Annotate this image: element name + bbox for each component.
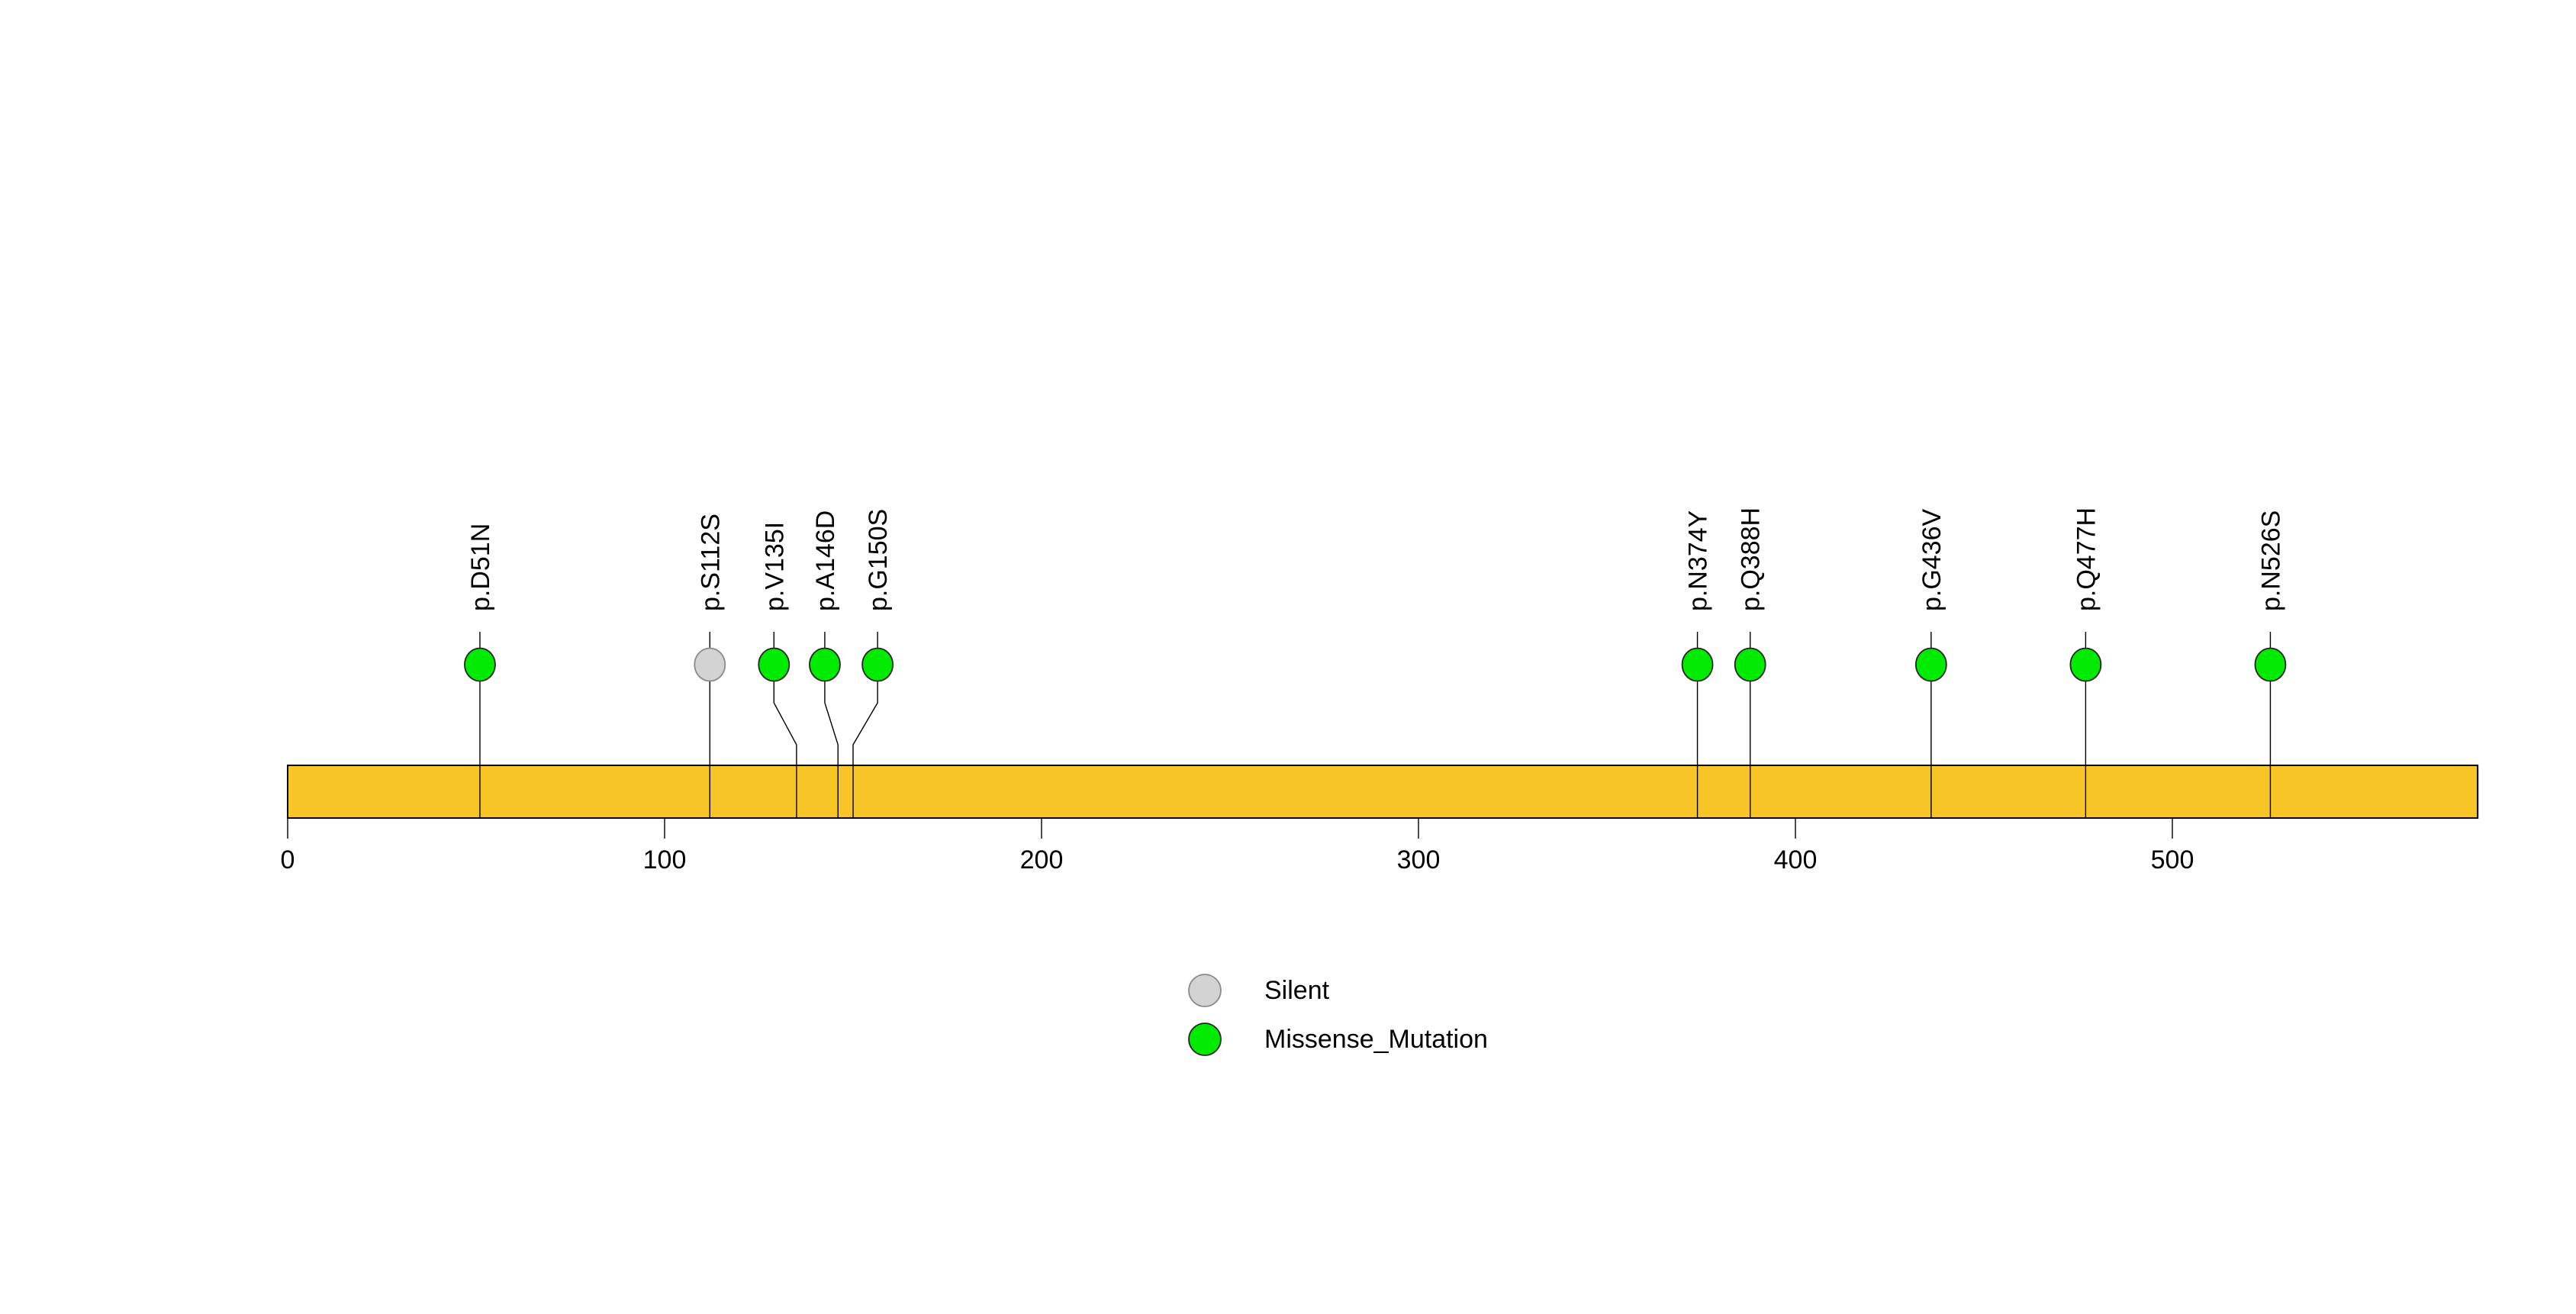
mutation-label: p.Q388H bbox=[1737, 507, 1766, 611]
legend-label: Silent bbox=[1264, 976, 1330, 1005]
mutation-point bbox=[758, 647, 791, 682]
protein-backbone-bar bbox=[287, 765, 2479, 819]
legend-swatch-circle bbox=[1188, 974, 1222, 1007]
mutation-label: p.A146D bbox=[811, 510, 840, 611]
mutation-label: p.G150S bbox=[864, 509, 893, 611]
mutation-point bbox=[1734, 647, 1766, 682]
lollipop-plot-figure: 0 100 200 300 400 500 p.D51N p.S112S p.V135I p.A1… bbox=[31, 12, 2576, 1302]
mutation-point bbox=[694, 647, 726, 682]
mutation-label: p.N374Y bbox=[1684, 510, 1713, 611]
mutation-label: p.S112S bbox=[696, 514, 725, 611]
x-axis-tick-label: 400 bbox=[1774, 845, 1818, 874]
mutation-label: p.D51N bbox=[466, 523, 495, 611]
mutation-label: p.V135I bbox=[760, 522, 789, 611]
mutation-label: p.N526S bbox=[2256, 510, 2285, 611]
mutation-label: p.Q477H bbox=[2072, 507, 2101, 611]
x-axis-tick-label: 500 bbox=[2151, 845, 2194, 874]
mutation-point bbox=[464, 647, 496, 682]
x-axis-tick-label: 100 bbox=[643, 845, 687, 874]
x-axis-tick-label: 200 bbox=[1020, 845, 1064, 874]
mutation-point bbox=[2254, 647, 2287, 682]
x-axis-tick-label: 300 bbox=[1397, 845, 1441, 874]
mutation-point bbox=[2069, 647, 2102, 682]
mutation-point bbox=[1681, 647, 1714, 682]
plot-canvas: 0 100 200 300 400 500 p.D51N p.S112S p.V135I p.A1… bbox=[281, 507, 2479, 1056]
legend-swatch-circle bbox=[1188, 1023, 1222, 1056]
mutation-point bbox=[1914, 647, 1947, 682]
mutation-point bbox=[861, 647, 894, 682]
x-axis-tick-label: 0 bbox=[281, 845, 295, 874]
mutation-point bbox=[809, 647, 841, 682]
legend-label: Missense_Mutation bbox=[1264, 1025, 1488, 1054]
mutation-label: p.G436V bbox=[1918, 508, 1946, 611]
